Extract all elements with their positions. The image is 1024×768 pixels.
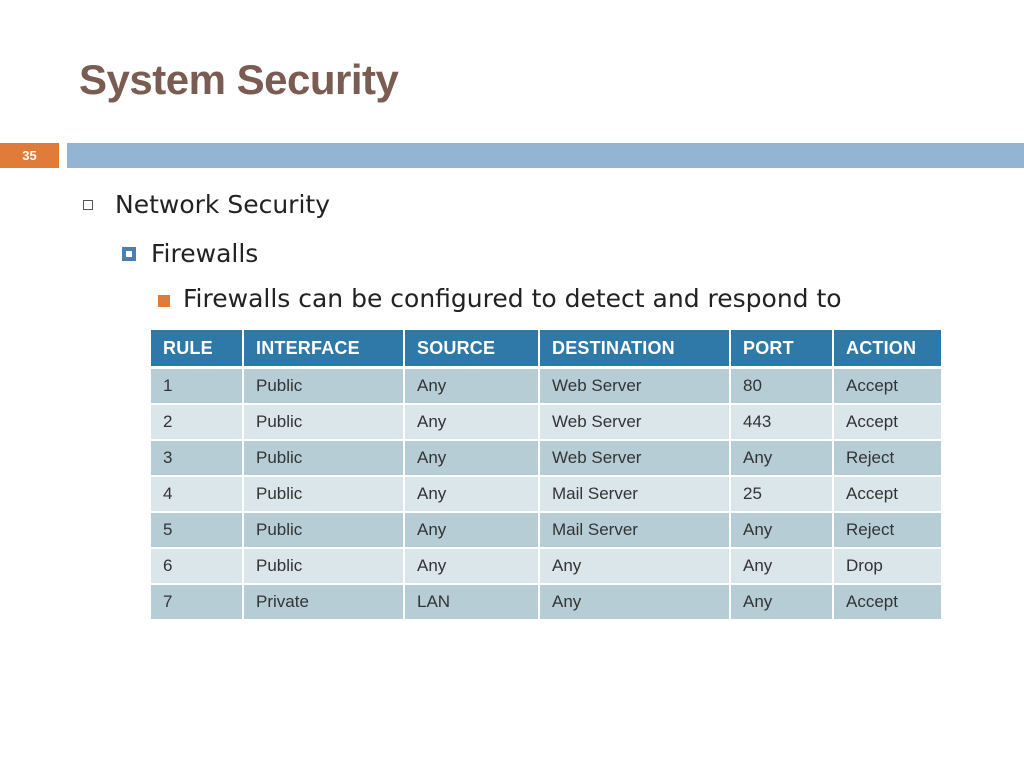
table-cell: Any xyxy=(730,584,834,621)
table-cell: 6 xyxy=(151,548,244,585)
page-title: System Security xyxy=(79,56,399,103)
table-cell: Accept xyxy=(833,476,943,513)
slide-number-badge: 35 xyxy=(0,143,59,168)
table-cell: Web Server xyxy=(539,367,731,405)
table-cell: Mail Server xyxy=(539,512,731,549)
firewall-rules-table-image: RULE INTERFACE SOURCE DESTINATION PORT A… xyxy=(151,330,943,630)
table-row: 5 Public Any Mail Server Any Reject xyxy=(151,512,943,549)
table-cell: 25 xyxy=(730,476,834,513)
table-cell: Any xyxy=(730,548,834,585)
table-cell: 2 xyxy=(151,404,244,441)
table-cell: Any xyxy=(730,440,834,477)
column-header-port: PORT xyxy=(730,330,834,369)
column-header-rule: RULE xyxy=(151,330,244,369)
table-cell: Public xyxy=(243,548,405,585)
table-cell: Web Server xyxy=(539,404,731,441)
table-cell: Public xyxy=(243,367,405,405)
table-row: 3 Public Any Web Server Any Reject xyxy=(151,440,943,477)
table-cell: Public xyxy=(243,404,405,441)
table-cell: Any xyxy=(404,548,540,585)
table-cell: 7 xyxy=(151,584,244,621)
table-cell: 3 xyxy=(151,440,244,477)
table-cell: Accept xyxy=(833,404,943,441)
table-cell: 80 xyxy=(730,367,834,405)
table-cell: Any xyxy=(404,404,540,441)
bullet-level2: Firewalls xyxy=(122,239,258,268)
table-header-row: RULE INTERFACE SOURCE DESTINATION PORT A… xyxy=(151,330,943,369)
table-cell: Drop xyxy=(833,548,943,585)
orange-square-bullet-icon xyxy=(158,294,170,307)
table-cell: Any xyxy=(539,584,731,621)
table-cell: Public xyxy=(243,512,405,549)
table-row: 7 Private LAN Any Any Accept xyxy=(151,584,943,621)
bullet-level3: Firewalls can be configured to detect an… xyxy=(158,284,978,313)
table-row: 2 Public Any Web Server 443 Accept xyxy=(151,404,943,441)
table-cell: Any xyxy=(404,476,540,513)
table-cell: 4 xyxy=(151,476,244,513)
table-row: 6 Public Any Any Any Drop xyxy=(151,548,943,585)
table-cell: Private xyxy=(243,584,405,621)
bullet-level3-clip: Firewalls can be configured to detect an… xyxy=(158,284,978,315)
table-cell: Public xyxy=(243,476,405,513)
column-header-destination: DESTINATION xyxy=(539,330,731,369)
table-cell: 443 xyxy=(730,404,834,441)
table-cell: Reject xyxy=(833,440,943,477)
table-cell: Accept xyxy=(833,584,943,621)
table-cell: Public xyxy=(243,440,405,477)
bullet-level1-text: Network Security xyxy=(115,190,330,219)
table-cell: Web Server xyxy=(539,440,731,477)
table-cell: Any xyxy=(730,512,834,549)
table-cell: Mail Server xyxy=(539,476,731,513)
hollow-square-bullet-icon xyxy=(83,199,93,210)
table-cell: Accept xyxy=(833,367,943,405)
table-cell: Any xyxy=(404,440,540,477)
firewall-rules-table: RULE INTERFACE SOURCE DESTINATION PORT A… xyxy=(151,330,943,621)
table-cell: Any xyxy=(539,548,731,585)
bullet-level1: Network Security xyxy=(83,190,330,219)
column-header-interface: INTERFACE xyxy=(243,330,405,369)
table-row: 1 Public Any Web Server 80 Accept xyxy=(151,367,943,405)
column-header-source: SOURCE xyxy=(404,330,540,369)
table-cell: LAN xyxy=(404,584,540,621)
table-cell: 1 xyxy=(151,367,244,405)
table-cell: Any xyxy=(404,367,540,405)
table-cell: 5 xyxy=(151,512,244,549)
blue-square-bullet-icon xyxy=(122,246,136,261)
bullet-level2-text: Firewalls xyxy=(151,239,259,268)
table-row: 4 Public Any Mail Server 25 Accept xyxy=(151,476,943,513)
header-accent-bar xyxy=(67,143,1024,168)
table-cell: Reject xyxy=(833,512,943,549)
table-cell: Any xyxy=(404,512,540,549)
bullet-level3-text: Firewalls can be configured to detect an… xyxy=(183,284,842,313)
column-header-action: ACTION xyxy=(833,330,943,369)
